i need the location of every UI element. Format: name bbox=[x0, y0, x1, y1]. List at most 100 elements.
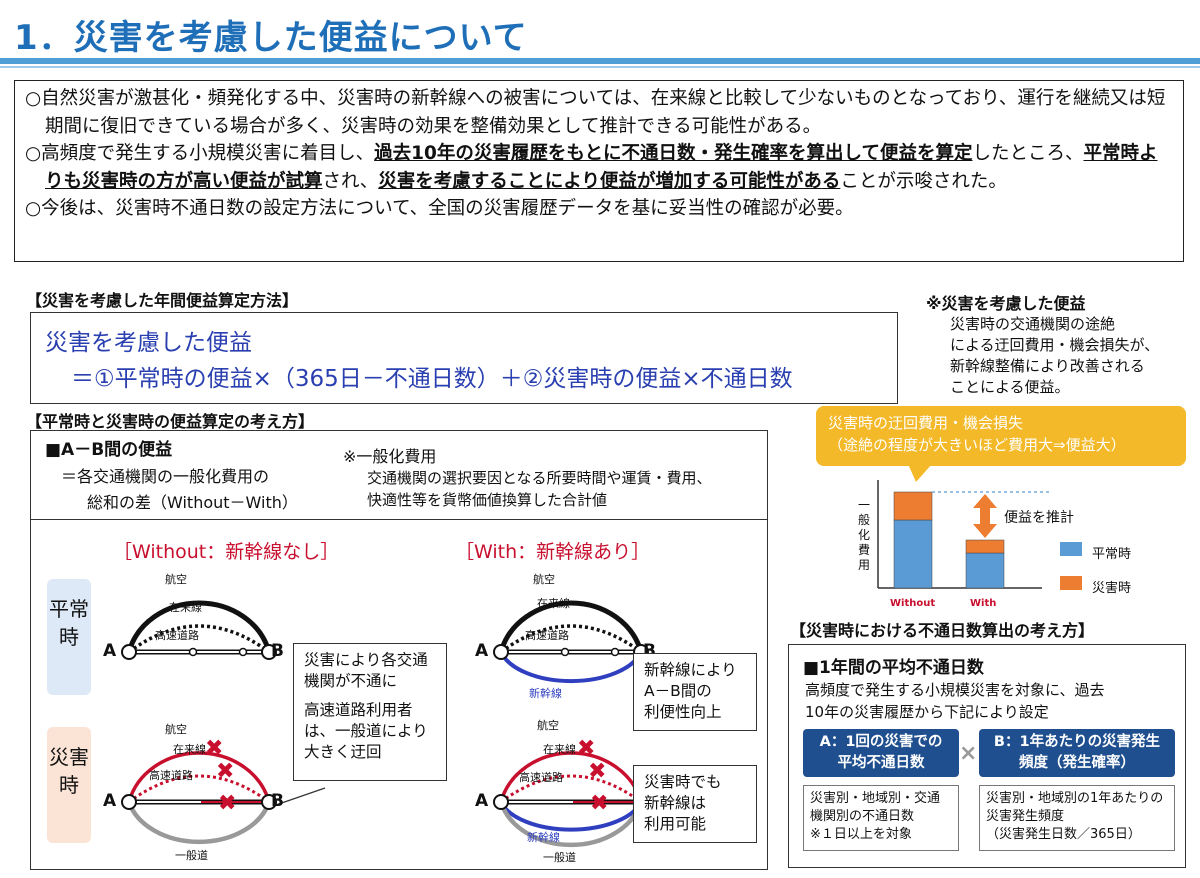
benefit-arrow bbox=[973, 494, 997, 538]
with-heading: ［With：新幹線あり］ bbox=[455, 541, 651, 563]
label-air: 航空 bbox=[165, 573, 187, 586]
without-disaster-diagram: ✖ ✖ ✖ bbox=[121, 736, 277, 845]
tag-b: B：1年あたりの災害発生 頻度（発生確率） bbox=[979, 729, 1175, 777]
legend-swatch-normal bbox=[1060, 542, 1082, 556]
label-air: 航空 bbox=[165, 723, 187, 736]
concept-divider bbox=[31, 519, 767, 520]
label-conventional: 在来線 bbox=[173, 743, 206, 756]
label-expressway: 高速道路 bbox=[155, 629, 199, 642]
legend-swatch-disaster bbox=[1060, 576, 1082, 590]
formula-line-2: ＝①平常時の便益×（365日－不通日数）＋②災害時の便益×不通日数 bbox=[71, 366, 793, 392]
air-route bbox=[126, 600, 272, 653]
generalized-cost-line-2: 快適性等を貨幣価値換算した合計値 bbox=[367, 491, 608, 509]
generalized-cost-title: ※一般化費用 bbox=[343, 447, 437, 466]
station-a bbox=[121, 644, 137, 660]
days-desc-1: 高頻度で発生する小規模災害を対象に、過去 bbox=[805, 681, 1105, 699]
station-b-label: B bbox=[271, 791, 284, 811]
tag-a: A：1回の災害での 平均不通日数 bbox=[803, 729, 959, 777]
summary-point-2-e: され、 bbox=[322, 170, 379, 192]
conventional-route bbox=[127, 624, 271, 654]
station-a-label: A bbox=[103, 791, 117, 811]
bar-災害時-With bbox=[965, 539, 1005, 554]
note-heading: ※災害を考慮した便益 bbox=[926, 294, 1086, 313]
chart-y-axis-label: 一 般 化 費 用 bbox=[858, 498, 871, 572]
route-diagrams: ✖ ✖ ✖ ✖ ✖ ✖ bbox=[121, 600, 676, 848]
note-body-2: による迂回費用・機会損失が、 bbox=[950, 336, 1160, 354]
benefit-chart bbox=[877, 480, 1082, 590]
summary-point-2-b: 過去10年の災害履歴をもとに不通日数・発生確率を算出して便益を算定 bbox=[374, 143, 973, 164]
days-desc-2: 10年の災害履歴から下記により設定 bbox=[805, 703, 1049, 721]
concept-box: ■A－B間の便益 ＝各交通機関の一般化費用の 総和の差（Without－With… bbox=[30, 430, 768, 870]
label-conventional: 在来線 bbox=[537, 597, 570, 610]
legend-normal-label: 平常時 bbox=[1092, 547, 1132, 562]
legend-disaster-label: 災害時 bbox=[1092, 581, 1132, 596]
note-body-1: 災害時の交通機関の途絶 bbox=[950, 315, 1116, 333]
summary-point-2: ○高頻度で発生する小規模災害に着目し、過去10年の災害履歴をもとに不通日数・発生… bbox=[25, 140, 1173, 195]
page-title: 1．災害を考慮した便益について bbox=[14, 18, 528, 58]
x-label-with: With bbox=[970, 598, 997, 609]
cross-icon: ✖ bbox=[205, 736, 223, 761]
formula-box: 災害を考慮した便益 ＝①平常時の便益×（365日－不通日数）＋②災害時の便益×不… bbox=[30, 312, 898, 404]
days-box: ■1年間の平均不通日数 高頻度で発生する小規模災害を対象に、過去 10年の災害履… bbox=[788, 644, 1186, 868]
bubble-line-2: （途絶の程度が大きいほど費用大⇒便益大） bbox=[828, 436, 1126, 454]
station-a-label: A bbox=[475, 791, 489, 811]
summary-point-3: ○今後は、災害時不通日数の設定方法について、全国の災害履歴データを基に妥当性の確… bbox=[25, 198, 854, 219]
normal-time-label: 平常時 bbox=[47, 579, 91, 695]
summary-point-2-h: ことが示唆された。 bbox=[840, 170, 1007, 192]
cross-icon: ✖ bbox=[588, 759, 606, 784]
with-normal-diagram bbox=[493, 600, 649, 684]
summary-point-1: ○自然災害が激甚化・頻発化する中、災害時の新幹線への被害については、在来線と比較… bbox=[25, 88, 1166, 137]
label-shinkansen: 新幹線 bbox=[529, 687, 562, 700]
cross-icon: ✖ bbox=[590, 791, 608, 816]
ab-title: ■A－B間の便益 bbox=[45, 440, 173, 460]
title-underline bbox=[0, 58, 1200, 64]
method-heading: 【災害を考慮した年間便益算定方法】 bbox=[26, 291, 299, 310]
callout-shinkansen-convenience: 新幹線により A－B間の 利便性向上 bbox=[633, 653, 757, 731]
cross-icon: ✖ bbox=[216, 759, 234, 784]
note-body: 災害時の交通機関の途絶 による迂回費用・機会損失が、 新幹線整備により改善される… bbox=[950, 314, 1159, 398]
box-b: 災害別・地域別の1年あたりの 災害発生頻度 （災害発生日数／365日） bbox=[979, 785, 1175, 851]
station-a-label: A bbox=[475, 641, 489, 661]
summary-box: ○自然災害が激甚化・頻発化する中、災害時の新幹線への被害については、在来線と比較… bbox=[14, 80, 1184, 262]
label-conventional: 在来線 bbox=[543, 743, 576, 756]
conventional-route-disrupted bbox=[128, 774, 270, 804]
label-expressway: 高速道路 bbox=[525, 629, 569, 642]
station-b bbox=[261, 644, 277, 660]
label-general-road: 一般道 bbox=[175, 849, 208, 862]
general-road-route bbox=[126, 801, 272, 845]
bar-災害時-Without bbox=[893, 491, 933, 521]
concept-heading: 【平常時と災害時の便益算定の考え方】 bbox=[26, 412, 315, 431]
label-air: 航空 bbox=[533, 573, 555, 586]
bubble-pointer bbox=[908, 464, 932, 482]
days-title: ■1年間の平均不通日数 bbox=[803, 658, 984, 678]
note-body-4: ことによる便益。 bbox=[950, 378, 1070, 396]
bar-平常時-With bbox=[965, 552, 1005, 589]
bar-平常時-Without bbox=[893, 519, 933, 589]
label-conventional: 在来線 bbox=[169, 601, 202, 614]
chart-annotation: 便益を推計 bbox=[1004, 510, 1074, 526]
label-general-road: 一般道 bbox=[543, 851, 576, 864]
disaster-time-label: 災害時 bbox=[47, 727, 91, 843]
without-heading: ［Without：新幹線なし］ bbox=[113, 541, 340, 563]
title-underline-thin bbox=[0, 66, 1200, 68]
days-heading: 【災害時における不通日数算出の考え方】 bbox=[790, 621, 1095, 640]
station-a-label: A bbox=[103, 641, 117, 661]
bubble-line-1: 災害時の迂回費用・機会損失 bbox=[828, 414, 1024, 432]
label-air: 航空 bbox=[537, 719, 559, 732]
summary-point-2-c: したところ、 bbox=[972, 143, 1084, 164]
cross-icon: ✖ bbox=[577, 736, 595, 761]
summary-point-2-g: る bbox=[821, 170, 841, 192]
multiply-icon: × bbox=[959, 741, 978, 766]
summary-point-2-f: 災害を考慮することにより便益が増加する可能性があ bbox=[378, 170, 822, 192]
summary-point-2-a: ○高頻度で発生する小規模災害に着目し、 bbox=[25, 143, 375, 164]
station-b-label: B bbox=[271, 641, 284, 661]
detour-cost-bubble: 災害時の迂回費用・機会損失 （途絶の程度が大きいほど費用大⇒便益大） bbox=[816, 406, 1186, 466]
generalized-cost-line-1: 交通機関の選択要因となる所要時間や運賃・費用、 bbox=[367, 469, 712, 487]
air-route-disrupted bbox=[127, 751, 271, 803]
cross-icon: ✖ bbox=[218, 791, 236, 816]
summary-point-2-d: 平常時よりも災害時の方が高い便益が試算 bbox=[45, 143, 1158, 192]
label-shinkansen: 新幹線 bbox=[527, 831, 560, 844]
note-body-3: 新幹線整備により改善される bbox=[950, 357, 1145, 375]
ab-line-1: ＝各交通機関の一般化費用の bbox=[61, 467, 270, 486]
ab-line-2: 総和の差（Without－With） bbox=[87, 493, 298, 512]
